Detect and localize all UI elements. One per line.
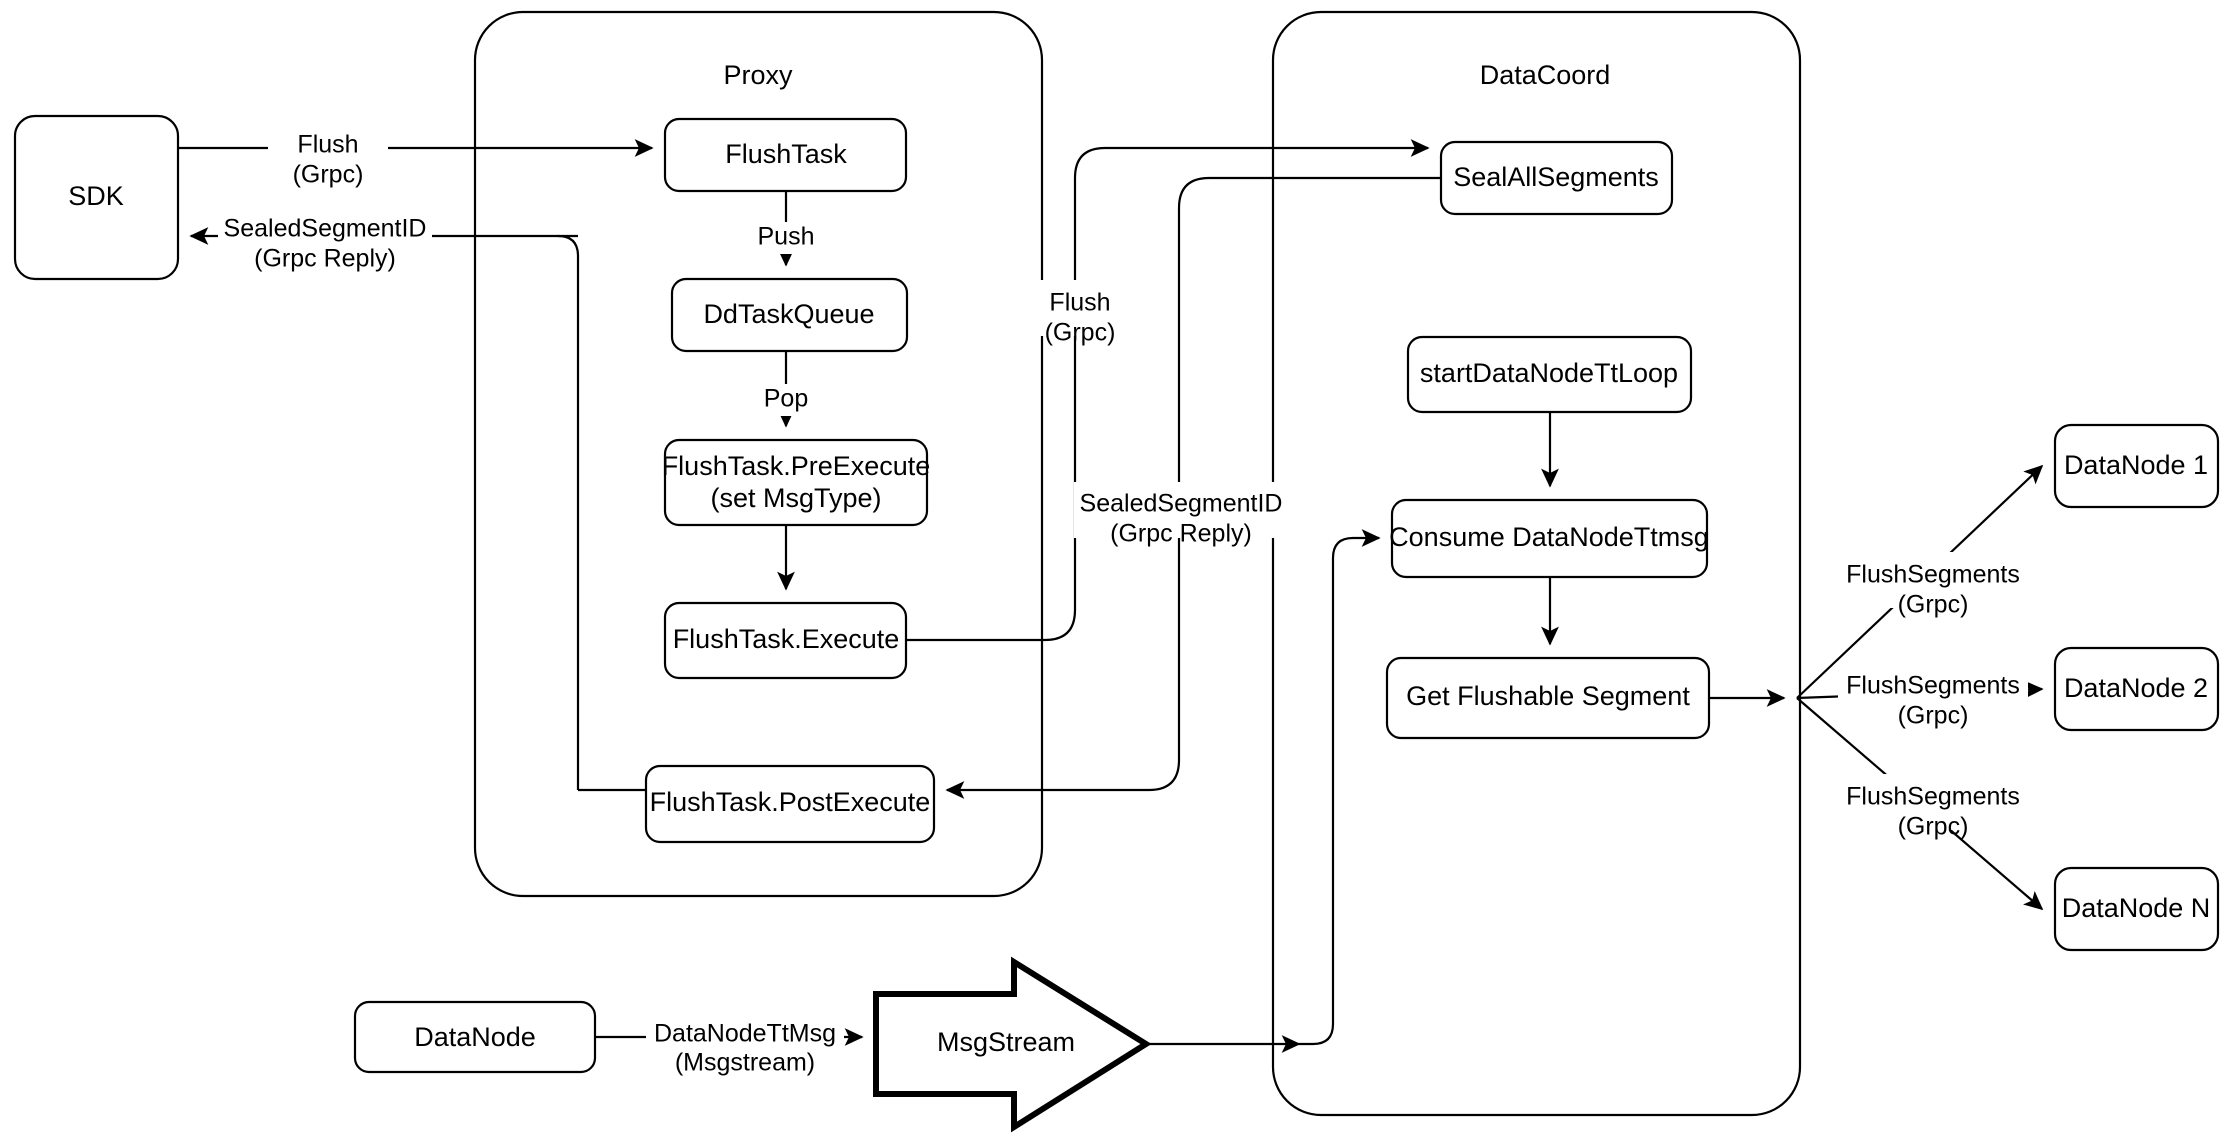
edge-execute-to-sealallsegments [906,139,1430,642]
datacoord-to-proxy-line2: (Grpc Reply) [1110,520,1252,548]
flushtask-box[interactable] [663,117,908,193]
execute-label: FlushTask.Execute [673,624,900,654]
flushsegments-2-line1: FlushSegments [1846,672,2020,700]
flushsegments-2-line2: (Grpc) [1898,702,1969,730]
getflushablesegment-box[interactable] [1385,656,1711,740]
preexecute-box[interactable] [663,438,929,527]
datanode1-label: DataNode 1 [2064,450,2208,480]
datanode-to-msgstream-line1: DataNodeTtMsg [654,1020,836,1048]
edge-label-flushsegments-3: FlushSegments (Grpc) [1838,774,2028,841]
edge-datacoord-ingress-to-consume [1299,529,1381,1046]
edge-label-push: Push [746,222,826,254]
preexecute-sublabel: (set MsgType) [710,483,881,513]
datanode1-box[interactable] [2053,423,2220,509]
node-startdatanodettloop[interactable]: startDataNodeTtLoop [1406,335,1693,414]
edge-label-sdk-to-proxy: Flush (Grpc) [268,122,388,189]
msgstream-label: MsgStream [937,1027,1075,1057]
datanode2-box[interactable] [2053,646,2220,732]
push-label: Push [758,223,815,251]
proxy-to-datacoord-line1: Flush [1049,289,1110,317]
node-preexecute[interactable]: FlushTask.PreExecute (set MsgType) [662,438,931,527]
flushsegments-3-line2: (Grpc) [1898,813,1969,841]
node-datanode-bottom[interactable]: DataNode [353,1000,597,1074]
node-execute[interactable]: FlushTask.Execute [663,601,908,680]
sdk-to-proxy-line1: Flush [297,131,358,159]
node-postexecute[interactable]: FlushTask.PostExecute [644,764,936,844]
edge-label-datacoord-to-proxy: SealedSegmentID (Grpc Reply) [1074,482,1288,548]
edge-postexecute-riser [557,234,580,790]
datanode-bottom-box[interactable] [353,1000,597,1074]
proxy-to-sdk-line2: (Grpc Reply) [254,245,396,273]
flushsegments-3-line1: FlushSegments [1846,783,2020,811]
ddtaskqueue-box[interactable] [670,277,909,353]
edge-label-proxy-to-sdk: SealedSegmentID (Grpc Reply) [218,208,432,273]
msgstream-block-arrow[interactable] [873,956,1152,1133]
node-consumedatanodettmsg[interactable]: Consume DataNodeTtmsg [1389,498,1709,579]
datanoden-box[interactable] [2053,866,2220,952]
datacoord-to-proxy-line1: SealedSegmentID [1080,490,1283,518]
node-datanode2[interactable]: DataNode 2 [2053,646,2220,732]
sdk-to-proxy-line2: (Grpc) [293,161,364,189]
datanode-to-msgstream-line2: (Msgstream) [675,1049,815,1077]
startdatanodettloop-label: startDataNodeTtLoop [1420,358,1678,388]
getflushablesegment-label: Get Flushable Segment [1406,681,1690,711]
ddtaskqueue-label: DdTaskQueue [703,299,874,329]
datanoden-label: DataNode N [2062,893,2211,923]
edge-label-proxy-to-datacoord: Flush (Grpc) [1020,280,1140,347]
pop-label: Pop [764,385,808,413]
edge-label-flushsegments-2: FlushSegments (Grpc) [1838,663,2028,730]
node-ddtaskqueue[interactable]: DdTaskQueue [670,277,909,353]
node-getflushablesegment[interactable]: Get Flushable Segment [1385,656,1711,740]
node-flushtask[interactable]: FlushTask [663,117,908,193]
edge-label-pop: Pop [750,384,822,416]
node-msgstream[interactable]: MsgStream [873,956,1152,1133]
flushsegments-1-line1: FlushSegments [1846,561,2020,589]
sdk-box[interactable] [13,114,180,281]
sdk-label: SDK [68,181,124,211]
node-datanode1[interactable]: DataNode 1 [2053,423,2220,509]
postexecute-box[interactable] [644,764,936,844]
proxy-container-title: Proxy [723,60,793,90]
consumedatanodettmsg-label: Consume DataNodeTtmsg [1389,522,1709,552]
postexecute-label: FlushTask.PostExecute [650,787,931,817]
proxy-to-sdk-line1: SealedSegmentID [224,215,427,243]
execute-box[interactable] [663,601,908,680]
datanode2-label: DataNode 2 [2064,673,2208,703]
datacoord-container-title: DataCoord [1480,60,1611,90]
node-sdk[interactable]: SDK [13,114,180,281]
edge-label-datanode-to-msgstream: DataNodeTtMsg (Msgstream) [646,1013,844,1077]
startdatanodettloop-box[interactable] [1406,335,1693,414]
datanode-bottom-label: DataNode [414,1022,536,1052]
edge-label-flushsegments-1: FlushSegments (Grpc) [1838,552,2028,619]
node-sealallsegments[interactable]: SealAllSegments [1439,140,1674,216]
consumedatanodettmsg-box[interactable] [1390,498,1709,579]
flushsegments-1-line2: (Grpc) [1898,591,1969,619]
flushtask-label: FlushTask [725,139,847,169]
sealallsegments-box[interactable] [1439,140,1674,216]
preexecute-label: FlushTask.PreExecute [662,451,931,481]
node-datanoden[interactable]: DataNode N [2053,866,2220,952]
proxy-to-datacoord-line2: (Grpc) [1045,319,1116,347]
sealallsegments-label: SealAllSegments [1453,162,1659,192]
